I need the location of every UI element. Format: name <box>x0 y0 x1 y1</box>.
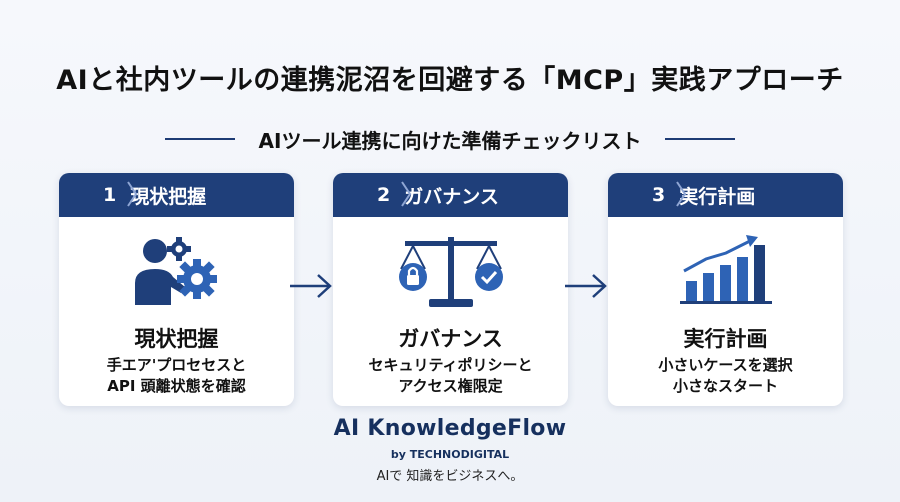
page-title: AIと社内ツールの連携泥沼を回避する「MCP」実践アプローチ <box>56 65 844 96</box>
chevron-divider-icon <box>401 181 412 207</box>
card-header-label: ガバナンス <box>404 185 499 208</box>
card-header: 3 実行計画 <box>608 173 843 217</box>
card-description-line: API 頭離状態を確認 <box>107 377 246 395</box>
card-header-label: 現状把握 <box>130 185 207 208</box>
card-title: 実行計画 <box>683 327 768 351</box>
chevron-divider-icon <box>127 181 138 207</box>
left-divider <box>164 138 235 140</box>
brand-tagline: AIで 知識をビジネスへ。 <box>376 469 524 484</box>
arrow-right-icon <box>565 274 607 298</box>
step-number: 1 <box>103 184 117 206</box>
card-header: 1 現状把握 <box>59 173 294 217</box>
card-header-label: 実行計画 <box>679 185 756 208</box>
card-description-line: 手エア'プロセセスと <box>106 356 247 374</box>
person-gears-icon <box>59 231 294 311</box>
card-description: セキュリティポリシーと アクセス権限定 <box>333 355 568 397</box>
card-description: 手エア'プロセセスと API 頭離状態を確認 <box>59 355 294 397</box>
checklist-card-1: 1 現状把握 現状把握 手エア'プ <box>59 173 294 406</box>
card-header: 2 ガバナンス <box>333 173 568 217</box>
card-title: ガバナンス <box>398 327 503 351</box>
card-description-line: 小さいケースを選択 <box>658 356 793 374</box>
card-description-line: アクセス権限定 <box>398 377 503 395</box>
growth-chart-icon <box>608 231 843 311</box>
chevron-divider-icon <box>676 181 687 207</box>
step-number: 2 <box>377 184 391 206</box>
brand-byline: by TECHNODIGITAL <box>390 448 510 461</box>
card-description: 小さいケースを選択 小さなスタート <box>608 355 843 397</box>
checklist-card-3: 3 実行計画 実行計画 小さいケースを選択 小さなスタート <box>608 173 843 406</box>
brand-name: AI KnowledgeFlow <box>333 416 567 441</box>
step-number: 3 <box>652 184 666 206</box>
right-divider <box>665 138 736 140</box>
balance-scale-icon <box>333 231 568 311</box>
subtitle-row: AIツール連携に向けた準備チェックリスト <box>0 124 900 154</box>
arrow-right-icon <box>290 274 332 298</box>
checklist-subtitle: AIツール連携に向けた準備チェックリスト <box>258 128 642 153</box>
checklist-card-2: 2 ガバナンス ガバナンス セキュリティポリシーと アクセス権限定 <box>333 173 568 406</box>
card-title: 現状把握 <box>134 327 219 351</box>
card-description-line: 小さなスタート <box>672 377 778 395</box>
card-description-line: セキュリティポリシーと <box>368 356 533 374</box>
